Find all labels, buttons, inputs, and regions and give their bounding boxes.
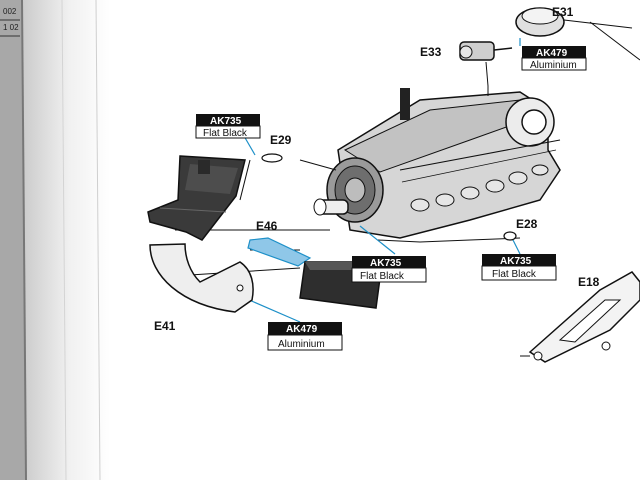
tag-ak735-left-code: AK735 (210, 116, 242, 127)
part-e28 (503, 231, 517, 241)
tag-ak735-right-code: AK735 (500, 256, 532, 267)
left-page-edge: 002 1 02 (0, 0, 101, 480)
part-e18 (520, 271, 640, 363)
engine-assembly (313, 88, 561, 239)
tag-ak735-mid: AK735 Flat Black (351, 256, 427, 283)
label-e29: E29 (270, 133, 292, 147)
part-e41 (149, 243, 254, 313)
tag-ak735-mid-code: AK735 (370, 258, 402, 269)
label-e31: E31 (552, 5, 574, 19)
part-e29 (261, 153, 283, 163)
part-e31 (515, 7, 640, 61)
part-dark-cover (147, 155, 246, 241)
label-e18: E18 (578, 275, 600, 289)
tag-ak735-left-name: Flat Black (203, 128, 248, 139)
label-e33: E33 (420, 45, 442, 59)
tag-ak735-right: AK735 Flat Black (481, 254, 557, 281)
tag-ak735-mid-name: Flat Black (360, 271, 405, 282)
label-e46: E46 (256, 219, 278, 233)
tag-ak735-right-name: Flat Black (492, 269, 537, 280)
tag-ak479-top: AK479 Aluminium (521, 46, 587, 71)
tag-ak479-bottom-code: AK479 (286, 324, 318, 335)
page-edge-line2: 1 02 (3, 23, 19, 32)
label-e41: E41 (154, 319, 176, 333)
tag-ak479-top-code: AK479 (536, 48, 568, 59)
tag-ak479-bottom-name: Aluminium (278, 339, 325, 350)
tag-ak479-top-name: Aluminium (530, 60, 577, 71)
label-e28: E28 (516, 217, 538, 231)
page-edge-line1: 002 (3, 7, 17, 16)
part-e46 (247, 237, 312, 267)
part-e33 (459, 41, 513, 87)
tag-ak735-left: AK735 Flat Black (195, 114, 261, 139)
tag-ak479-bottom: AK479 Aluminium (267, 322, 343, 351)
